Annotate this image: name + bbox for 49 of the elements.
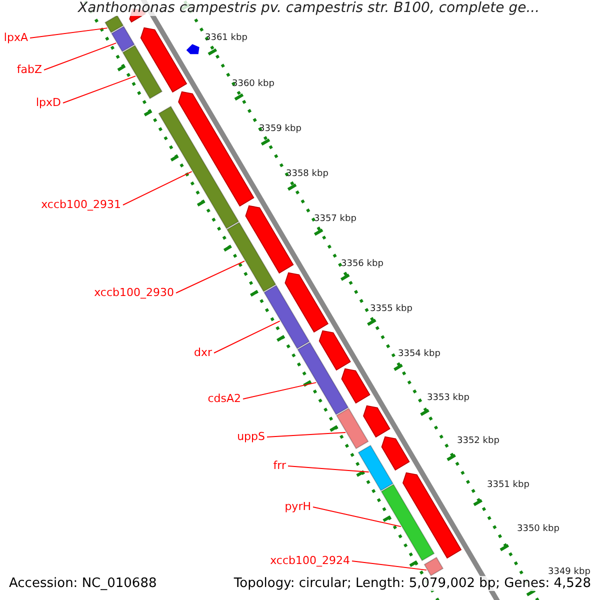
leader-line [242, 382, 317, 400]
scale-label: 3359 kbp [259, 125, 302, 134]
accession-note: Accession: NC_010688 [9, 576, 157, 591]
scale-label: 3350 kbp [517, 525, 560, 534]
gene-feature [402, 472, 462, 559]
leader-line [176, 260, 245, 294]
leader-line [214, 320, 280, 354]
gene-feature [245, 205, 294, 274]
leader-line [122, 171, 192, 206]
leader-line [352, 560, 427, 571]
gene-label: xccb100_2924 [270, 555, 350, 566]
gene-label: xccb100_2930 [94, 287, 174, 298]
gene-label: xccb100_2931 [41, 199, 121, 210]
scale-label: 3361 kbp [205, 34, 248, 43]
scale-label: 3353 kbp [427, 394, 470, 403]
scale-label: 3354 kbp [398, 350, 440, 359]
scale-label: 3356 kbp [341, 260, 384, 269]
scale-label: 3358 kbp [286, 170, 328, 179]
gene-bar [358, 444, 394, 492]
scale-label: 3355 kbp [370, 305, 412, 314]
gene-feature [341, 368, 370, 404]
gene-label: cdsA2 [208, 393, 241, 404]
gene-feature [178, 91, 254, 207]
gene-feature [140, 27, 188, 93]
leader-line [62, 76, 136, 104]
gene-feature [318, 330, 351, 371]
leader-line [44, 42, 117, 70]
leader-line [288, 466, 370, 473]
gene-label: frr [273, 460, 286, 471]
leader-line [312, 506, 402, 528]
leader-line [266, 432, 346, 438]
scale-label: 3351 kbp [487, 481, 530, 490]
genome-info-note: Topology: circular; Length: 5,079,002 bp; Genes: 4,528 [234, 576, 591, 591]
gene-label: lpxA [4, 32, 28, 43]
gene-label: lpxD [36, 97, 61, 108]
scale-label: 3349 kbp [548, 568, 590, 577]
scale-label: 3352 kbp [457, 437, 500, 446]
scale-label: 3360 kbp [232, 80, 274, 89]
scale-label: 3357 kbp [314, 215, 356, 224]
gene-feature [363, 405, 390, 438]
gene-feature [381, 436, 410, 471]
gene-label: pyrH [284, 501, 311, 512]
leader-line [30, 28, 108, 38]
gene-feature [284, 272, 329, 333]
gene-label: fabZ [16, 64, 42, 75]
gene-label: uppS [237, 431, 265, 442]
gene-bar [110, 26, 135, 52]
gene-bar [336, 408, 369, 450]
gene-label: dxr [194, 347, 212, 358]
